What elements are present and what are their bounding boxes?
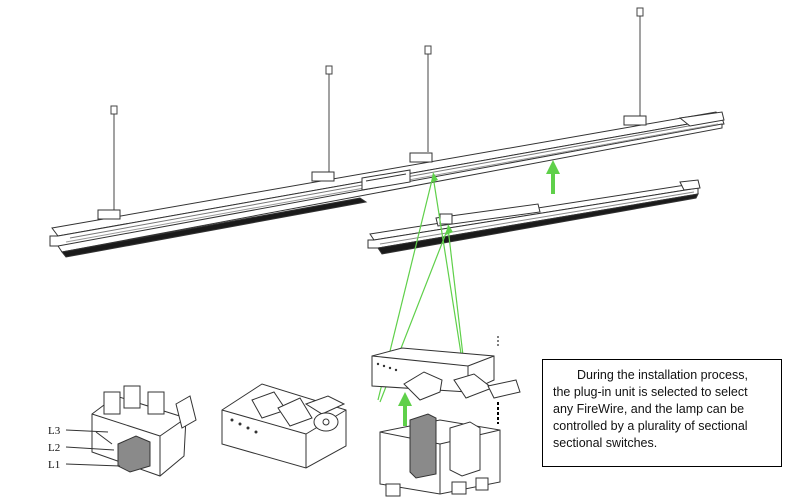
wire-label-pointers [65,429,121,467]
up-arrow-icon [398,392,412,426]
wire-label-l2: L2 [48,442,60,454]
wire-label-l3: L3 [48,425,61,437]
caption-box: During the installation process, the plu… [542,359,782,467]
caption-line-1: During the installation process, [577,368,748,382]
up-arrow-icon [431,172,453,235]
caption-line-4: controlled by a plurality of sectional [553,419,748,433]
plug-body [221,383,347,469]
plug-in-unit-exploded [371,336,521,497]
lower-luminaire [367,179,701,255]
suspension-cables [110,7,644,210]
wire-label-l1: L1 [48,459,60,471]
caption-line-2: the plug-in unit is selected to select [553,385,748,399]
caption-line-3: any FireWire, and the lamp can be [553,402,745,416]
up-arrow-icon [546,160,560,194]
caption-line-5: sectional switches. [553,436,658,450]
connector-detail [91,385,197,477]
upper-luminaire [49,111,725,258]
